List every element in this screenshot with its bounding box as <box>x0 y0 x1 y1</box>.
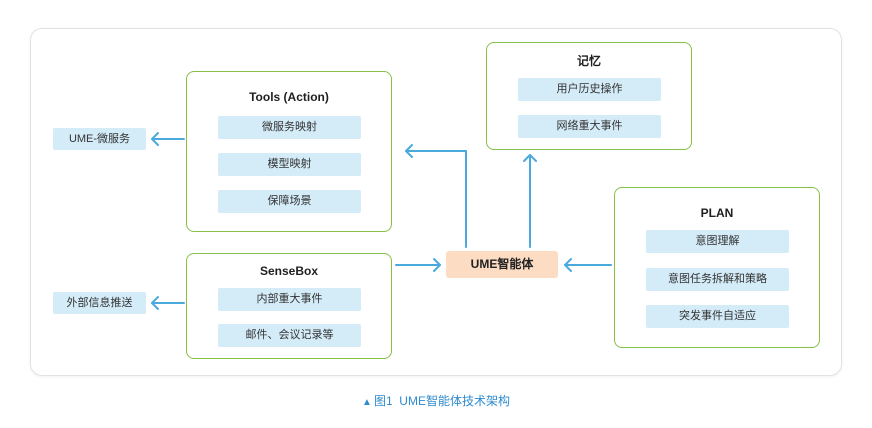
sensebox-item-mail-meeting-records: 邮件、会议记录等 <box>218 324 361 347</box>
sensebox-item-internal-events: 内部重大事件 <box>218 288 361 311</box>
tools-box: Tools (Action) 微服务映射 模型映射 保障场景 <box>186 71 392 232</box>
plan-item-intent-understanding: 意图理解 <box>646 230 789 253</box>
plan-item-incident-adaptation: 突发事件自适应 <box>646 305 789 328</box>
figure-caption: ▲图1 UME智能体技术架构 <box>0 393 872 411</box>
tools-item-assurance-scenario: 保障场景 <box>218 190 361 213</box>
memory-box: 记忆 用户历史操作 网络重大事件 <box>486 42 692 150</box>
tools-item-model-mapping: 模型映射 <box>218 153 361 176</box>
output-microservice: UME-微服务 <box>53 128 146 150</box>
plan-title: PLAN <box>700 206 734 220</box>
memory-title: 记忆 <box>576 54 601 68</box>
memory-item-user-history: 用户历史操作 <box>518 78 661 101</box>
sensebox-title: SenseBox <box>259 264 319 278</box>
tools-title: Tools (Action) <box>249 90 329 104</box>
plan-box: PLAN 意图理解 意图任务拆解和策略 突发事件自适应 <box>614 187 820 348</box>
memory-item-network-events: 网络重大事件 <box>518 115 661 138</box>
plan-item-task-decomposition: 意图任务拆解和策略 <box>646 268 789 291</box>
triangle-marker-icon: ▲ <box>362 397 372 408</box>
agent-node: UME智能体 <box>446 251 558 278</box>
tools-item-microservice-mapping: 微服务映射 <box>218 116 361 139</box>
caption-text: 图1 UME智能体技术架构 <box>373 394 510 408</box>
sensebox-box: SenseBox 内部重大事件 邮件、会议记录等 <box>186 253 392 359</box>
output-external-push: 外部信息推送 <box>53 292 146 314</box>
